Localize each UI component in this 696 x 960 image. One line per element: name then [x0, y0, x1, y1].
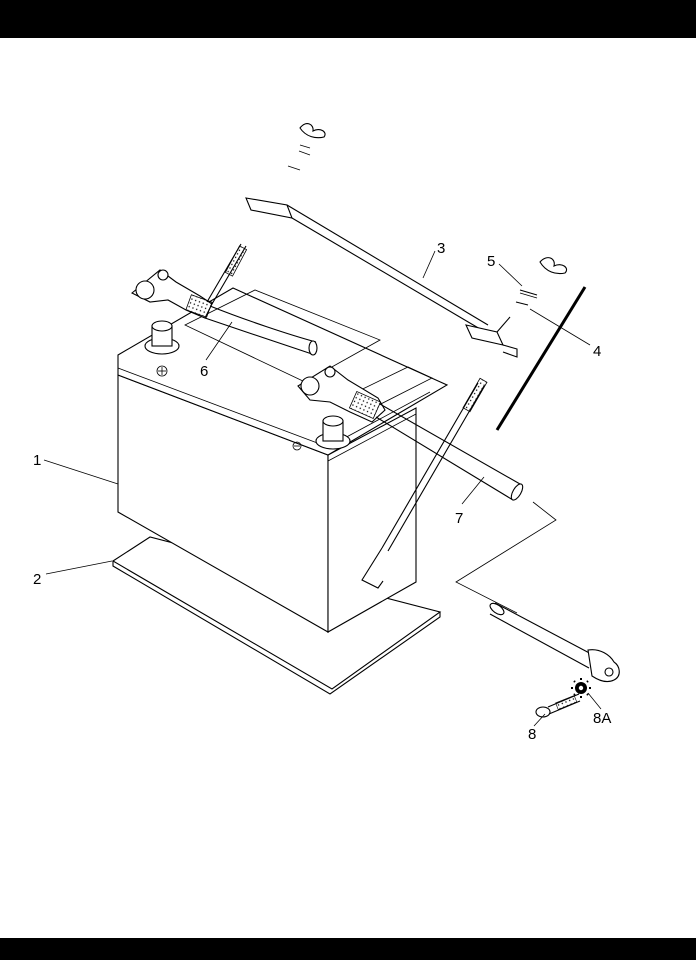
callout-2: 2 [33, 571, 41, 588]
callout-3: 3 [437, 240, 445, 257]
hold-down-nut [515, 301, 529, 306]
callout-8: 8 [528, 726, 536, 743]
callout-7: 7 [455, 510, 463, 527]
part-callouts: 1 2 3 5 4 6 7 8 8A [33, 240, 611, 743]
positive-cable [297, 365, 557, 614]
callout-1: 1 [33, 452, 41, 469]
cable-lug-end [489, 602, 620, 683]
bottom-black-bar [0, 938, 696, 960]
leader-lines [43, 250, 602, 727]
top-black-bar [0, 0, 696, 38]
battery [117, 287, 449, 633]
callout-5: 5 [487, 253, 495, 270]
callout-4: 4 [593, 343, 601, 360]
battery-parts-diagram: 1 2 3 5 4 6 7 8 8A [33, 123, 620, 743]
wing-nut-right [539, 257, 568, 275]
lock-washer [571, 678, 591, 698]
battery-pad [111, 536, 442, 695]
hold-down-bracket [245, 197, 518, 358]
callout-8a: 8A [593, 710, 611, 727]
negative-terminal-post [144, 320, 180, 355]
hold-down-rod-right [361, 377, 488, 589]
flat-washer [519, 289, 538, 299]
bracket-edge [495, 286, 587, 431]
bolt [535, 693, 581, 718]
ground-cable [130, 269, 318, 356]
hold-down-rod-left [206, 144, 311, 305]
callout-6: 6 [200, 363, 208, 380]
positive-terminal-post [315, 415, 351, 450]
wing-nut-left [299, 123, 326, 139]
